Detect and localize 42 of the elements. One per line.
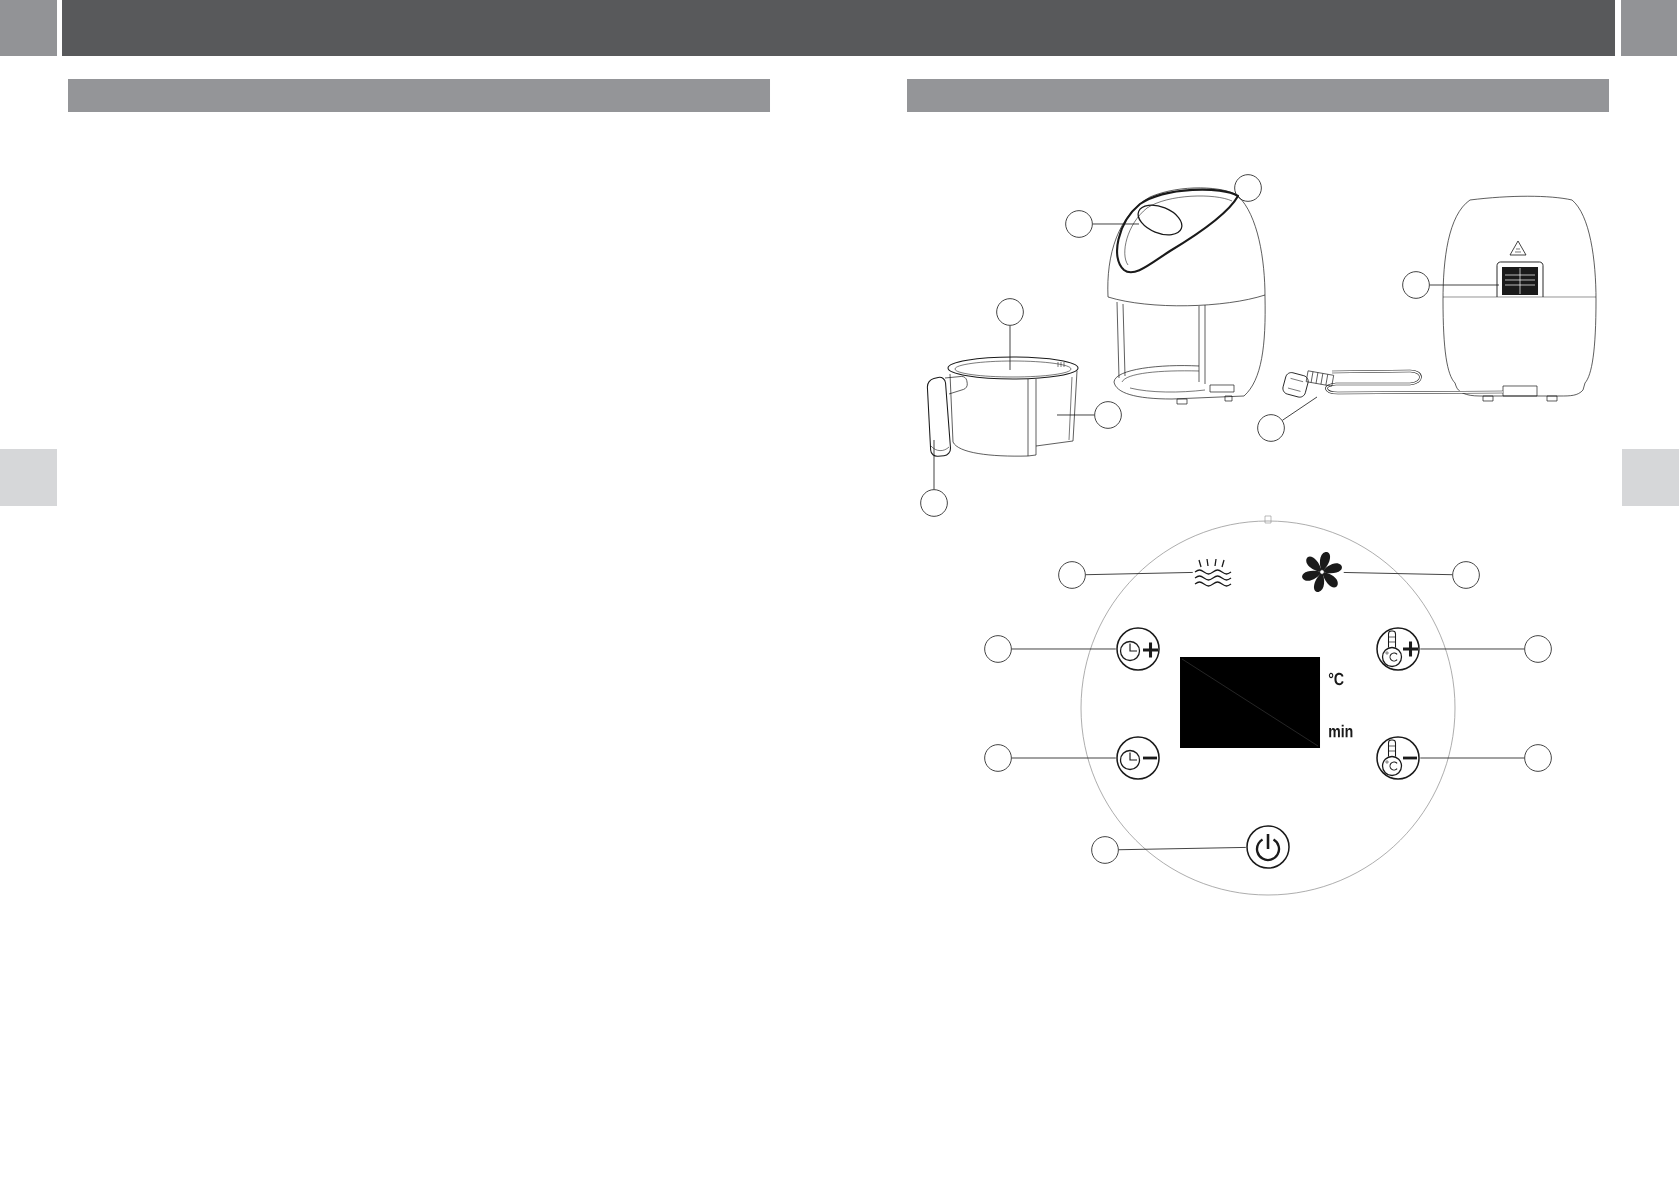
power-icon	[1246, 825, 1290, 869]
clock-minus-icon	[1116, 736, 1160, 780]
callout-circle	[1524, 744, 1552, 772]
leader-line	[1056, 414, 1095, 416]
leader-line	[1343, 572, 1453, 576]
callout-circle	[1234, 174, 1262, 202]
fryer-basket-drawing	[926, 356, 1079, 457]
callout-circle	[1452, 561, 1480, 589]
callout-circle	[920, 489, 948, 517]
leader-line	[1011, 757, 1117, 759]
unit-label: °C	[1328, 672, 1344, 686]
callout-circle	[984, 635, 1012, 663]
callout-circle	[984, 744, 1012, 772]
air-fryer-drawing	[1107, 187, 1266, 405]
leader-line	[1118, 847, 1247, 851]
clock-plus-icon	[1116, 627, 1160, 671]
callout-circle	[1058, 561, 1086, 589]
thermometer-minus-icon	[1376, 736, 1420, 780]
leader-line	[1009, 325, 1011, 371]
leader-line	[1085, 572, 1194, 576]
callout-circle	[1065, 210, 1093, 238]
air-fryer-rear-drawing	[1442, 195, 1597, 402]
section-heading-bar	[907, 79, 1609, 112]
thermometer-plus-icon	[1376, 627, 1420, 671]
leader-line	[1282, 396, 1318, 421]
leader-line	[933, 439, 935, 490]
leader-line	[1429, 284, 1500, 286]
callout-circle	[1091, 836, 1119, 864]
callout-circle	[1402, 271, 1430, 299]
callout-circle	[1257, 414, 1285, 442]
callout-circle	[1524, 635, 1552, 663]
leader-line	[1011, 648, 1117, 650]
callout-circle	[1094, 401, 1122, 429]
unit-label: min	[1329, 724, 1353, 738]
heat-waves-icon	[1194, 558, 1232, 587]
leader-line	[1419, 757, 1525, 759]
leader-line	[1419, 648, 1525, 650]
callout-circle	[996, 298, 1024, 326]
fan-icon	[1302, 552, 1342, 592]
leader-line	[1092, 223, 1140, 225]
section-heading-bar	[68, 79, 770, 112]
power-cord-drawing	[1282, 369, 1504, 398]
